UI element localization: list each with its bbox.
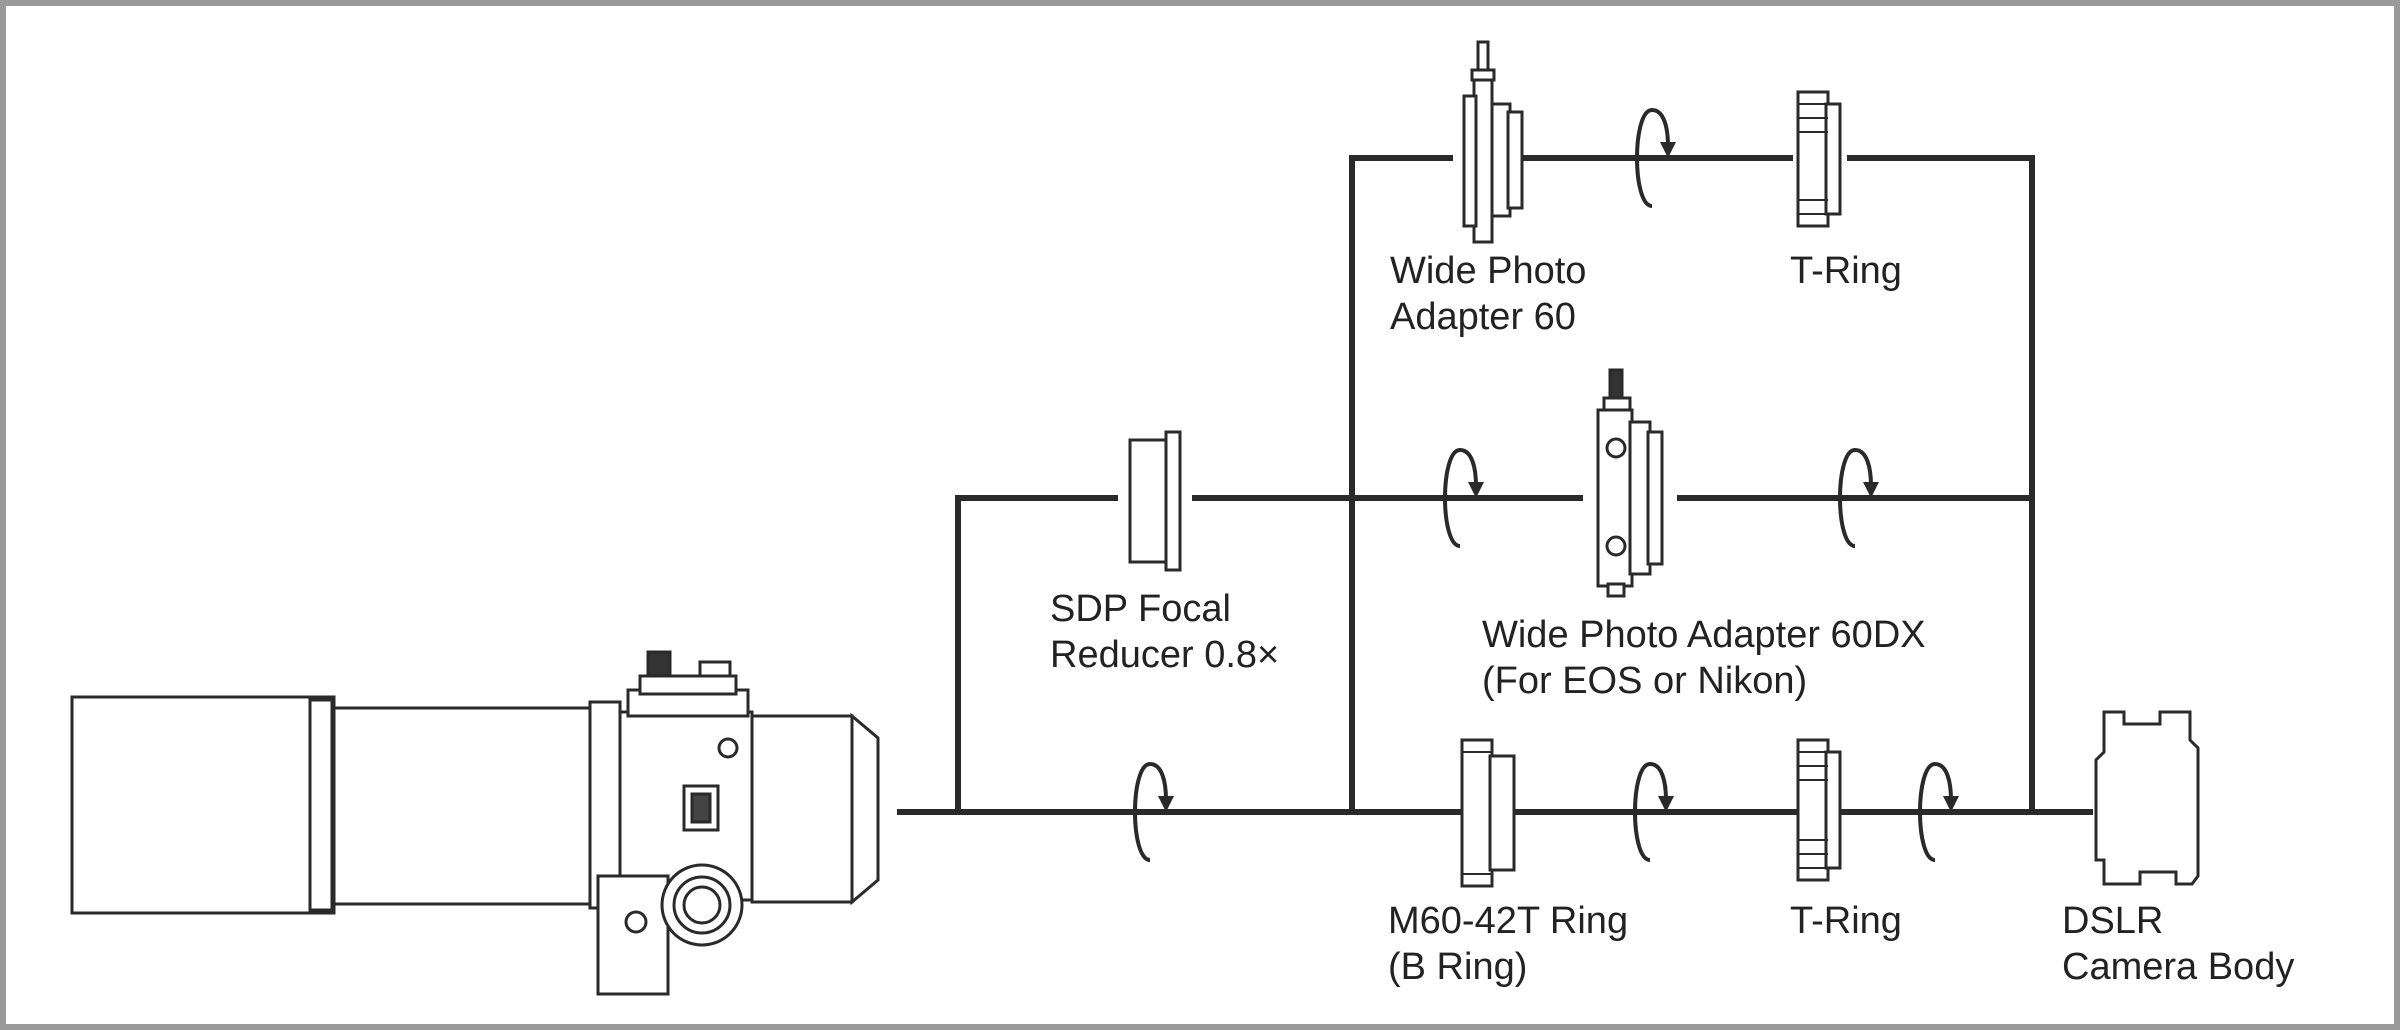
telescope-illustration <box>70 650 880 996</box>
wide-photo-adapter-60dx-illustration <box>1596 368 1664 598</box>
label-dslr-camera-body: DSLR Camera Body <box>2062 900 2295 988</box>
t-ring-top-illustration <box>1796 90 1842 228</box>
label-t-ring-bottom: T-Ring <box>1790 900 1902 942</box>
label-wide-photo-adapter-60: Wide Photo Adapter 60 <box>1390 250 1587 338</box>
m60-42t-ring-illustration <box>1460 738 1516 888</box>
label-t-ring-top: T-Ring <box>1790 250 1902 292</box>
wide-photo-adapter-60-illustration <box>1462 40 1524 244</box>
t-ring-bottom-illustration <box>1796 738 1842 882</box>
label-wide-photo-adapter-60dx: Wide Photo Adapter 60DX (For EOS or Niko… <box>1482 614 1926 702</box>
label-sdp-focal-reducer: SDP Focal Reducer 0.8× <box>1050 588 1280 676</box>
sdp-focal-reducer-illustration <box>1128 430 1182 572</box>
label-m60-42t-ring: M60-42T Ring (B Ring) <box>1388 900 1629 988</box>
camera-body-outline <box>2094 710 2200 886</box>
